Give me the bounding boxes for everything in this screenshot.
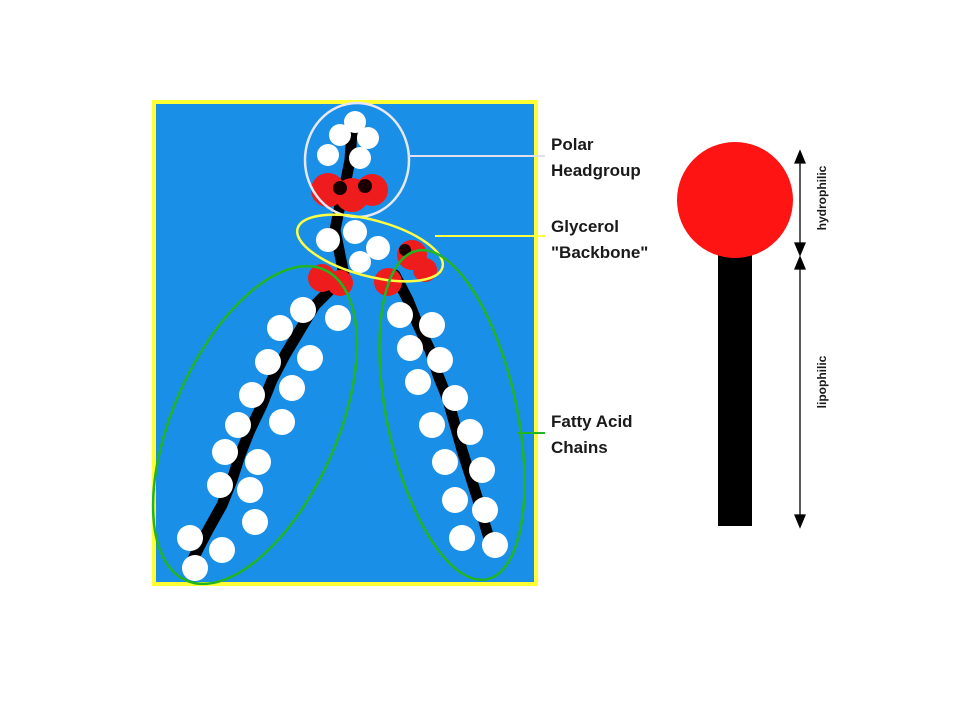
hydrophilic-arrow-bottom <box>794 242 806 257</box>
hydrogen-atom <box>267 315 293 341</box>
hydrogen-atom <box>325 305 351 331</box>
hydrogen-atom <box>482 532 508 558</box>
hydrogen-atoms <box>177 111 508 581</box>
hydrogen-atom <box>357 127 379 149</box>
hydrophilic-label: hydrophilic <box>815 165 829 230</box>
glycerol-label-line2: "Backbone" <box>551 243 648 262</box>
hydrogen-atom <box>419 312 445 338</box>
hydrophilic-arrow-top <box>794 149 806 164</box>
hydrogen-atom <box>279 375 305 401</box>
headgroup-dark-atoms <box>333 179 411 256</box>
dimension-arrows <box>794 149 806 529</box>
glycerol-label-line1: Glycerol <box>551 217 619 236</box>
lipid-symbol <box>677 142 793 526</box>
atom-center <box>358 179 372 193</box>
hydrogen-atom <box>442 385 468 411</box>
hydrogen-atom <box>427 347 453 373</box>
right-chain-outline <box>378 248 526 582</box>
hydrogen-atom <box>182 555 208 581</box>
hydrogen-atom <box>349 147 371 169</box>
hydrogen-atom <box>329 124 351 146</box>
hydrogen-atom <box>457 419 483 445</box>
lipophilic-arrow-bottom <box>794 514 806 529</box>
hydrogen-atom <box>297 345 323 371</box>
molecule-panel <box>151 100 538 586</box>
hydrogen-atom <box>472 497 498 523</box>
symbol-head <box>677 142 793 258</box>
hydrogen-atom <box>245 449 271 475</box>
hydrogen-atom <box>469 457 495 483</box>
hydrogen-atom <box>242 509 268 535</box>
left-chain-outline <box>151 264 359 586</box>
hydrogen-atom <box>212 439 238 465</box>
atom-center <box>399 244 411 256</box>
lipophilic-arrow-top <box>794 255 806 270</box>
hydrogen-atom <box>269 409 295 435</box>
hydrogen-atom <box>344 111 366 133</box>
hydrogen-atom <box>177 525 203 551</box>
hydrogen-atom <box>397 335 423 361</box>
headgroup-label-line2: Headgroup <box>551 161 641 180</box>
hydrogen-atom <box>366 236 390 260</box>
hydrogen-atom <box>419 412 445 438</box>
hydrogen-atom <box>237 477 263 503</box>
headgroup-label-line1: Polar <box>551 135 594 154</box>
hydrogen-atom <box>343 220 367 244</box>
hydrogen-atom <box>207 472 233 498</box>
lipophilic-label: lipophilic <box>815 355 829 408</box>
hydrogen-atom <box>449 525 475 551</box>
hydrogen-atom <box>405 369 431 395</box>
glycerol-outline <box>295 213 445 283</box>
hydrogen-atom <box>290 297 316 323</box>
hydrogen-atom <box>349 251 371 273</box>
hydrogen-atom <box>317 144 339 166</box>
leader-lines <box>408 155 545 434</box>
chains-label-line1: Fatty Acid <box>551 412 633 431</box>
hydrogen-atom <box>255 349 281 375</box>
chains-label-line2: Chains <box>551 438 608 457</box>
atom-center <box>333 181 347 195</box>
labels: Polar Headgroup Glycerol "Backbone" Fatt… <box>551 135 648 457</box>
hydrogen-atom <box>316 228 340 252</box>
hydrogen-atom <box>442 487 468 513</box>
hydrogen-atom <box>209 537 235 563</box>
hydrogen-atom <box>225 412 251 438</box>
hydrogen-atom <box>432 449 458 475</box>
oxygen-atom <box>413 258 437 282</box>
symbol-tail <box>718 250 752 526</box>
hydrogen-atom <box>387 302 413 328</box>
hydrogen-atom <box>239 382 265 408</box>
